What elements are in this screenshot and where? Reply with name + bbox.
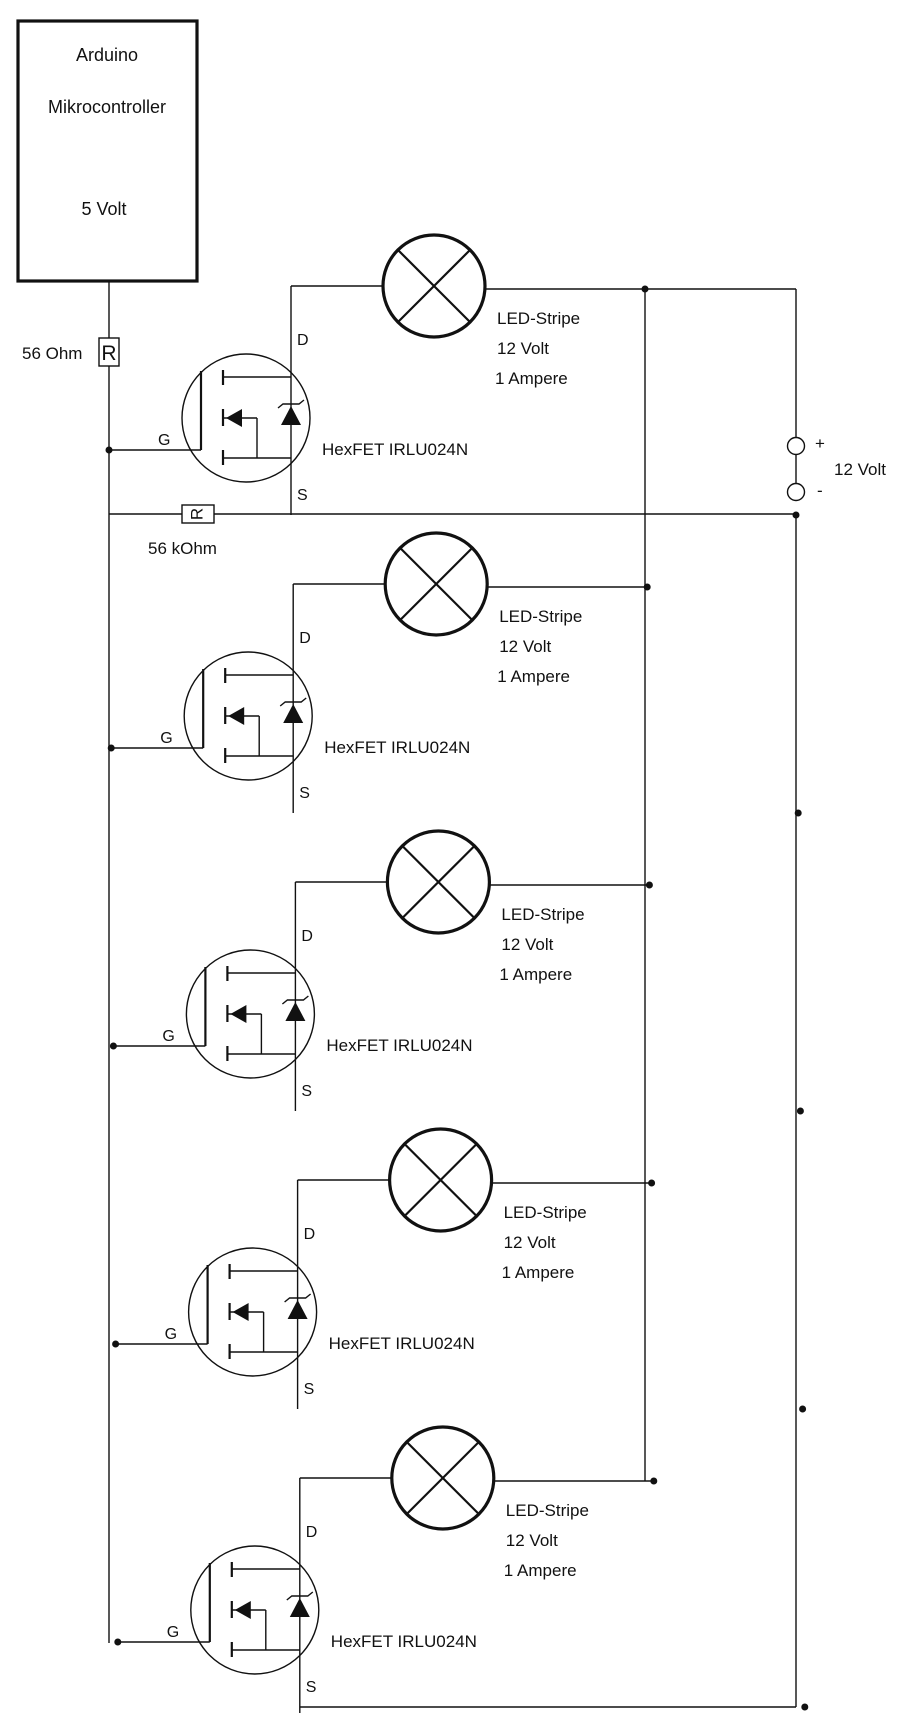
supply-voltage: 12 Volt — [834, 460, 886, 479]
driver-stage: LED-Stripe 12 Volt 1 Ampere D G S HexFET… — [114, 1425, 809, 1713]
mcu-voltage: 5 Volt — [81, 199, 126, 219]
load-current: 1 Ampere — [499, 965, 572, 984]
transistor-label: HexFET IRLU024N — [322, 440, 468, 459]
pin-d-label: D — [299, 630, 311, 647]
supply-plus-label: + — [815, 434, 825, 453]
pin-s-label: S — [299, 785, 310, 802]
mosfet-icon — [187, 1247, 318, 1377]
supply-minus-label: - — [817, 481, 823, 500]
mosfet-icon — [183, 651, 313, 781]
mosfet-icon — [190, 1545, 320, 1675]
gate-resistor-value: 56 Ohm — [22, 344, 82, 363]
transistor-label: HexFET IRLU024N — [331, 1632, 477, 1651]
pin-s-label: S — [304, 1381, 315, 1398]
pin-g-label: G — [160, 730, 172, 747]
transistor-label: HexFET IRLU024N — [324, 738, 470, 757]
pin-g-label: G — [162, 1028, 174, 1045]
load-voltage: 12 Volt — [497, 339, 549, 358]
pin-g-label: G — [165, 1326, 177, 1343]
driver-stage: LED-Stripe 12 Volt 1 Ampere D G S HexFET… — [107, 531, 802, 817]
transistor-label: HexFET IRLU024N — [329, 1334, 475, 1353]
load-name: LED-Stripe — [506, 1501, 589, 1520]
pin-d-label: D — [306, 1524, 318, 1541]
pin-g-label: G — [158, 432, 170, 449]
pulldown-resistor-value: 56 kOhm — [148, 539, 217, 558]
pin-s-label: S — [306, 1679, 317, 1696]
pin-g-label: G — [167, 1624, 179, 1641]
load-name: LED-Stripe — [499, 607, 582, 626]
mcu-type: Mikrocontroller — [48, 97, 166, 117]
load-voltage: 12 Volt — [499, 637, 551, 656]
load-voltage: 12 Volt — [504, 1233, 556, 1252]
load-voltage: 12 Volt — [506, 1531, 558, 1550]
pulldown-resistor-symbol: R — [187, 508, 206, 520]
driver-stage: LED-Stripe 12 Volt 1 Ampere D G S HexFET… — [112, 1127, 807, 1413]
load-current: 1 Ampere — [497, 667, 570, 686]
load-current: 1 Ampere — [504, 1561, 577, 1580]
pin-s-label: S — [301, 1083, 312, 1100]
transistor-label: HexFET IRLU024N — [326, 1036, 472, 1055]
microcontroller-box — [16, 19, 199, 283]
load-name: LED-Stripe — [497, 309, 580, 328]
driver-stage: LED-Stripe 12 Volt 1 Ampere D G S HexFET… — [109, 829, 804, 1115]
load-current: 1 Ampere — [502, 1263, 575, 1282]
load-current: 1 Ampere — [495, 369, 568, 388]
supply-minus-terminal — [786, 482, 806, 502]
pin-s-label: S — [297, 487, 308, 504]
driver-stage: LED-Stripe 12 Volt 1 Ampere D G S HexFET… — [105, 233, 800, 519]
gate-resistor-symbol: R — [101, 342, 116, 365]
mosfet-icon — [181, 353, 311, 483]
mosfet-icon — [185, 949, 316, 1079]
load-voltage: 12 Volt — [501, 935, 553, 954]
mcu-name: Arduino — [76, 45, 138, 65]
pin-d-label: D — [304, 1226, 316, 1243]
load-name: LED-Stripe — [504, 1203, 587, 1222]
pin-d-label: D — [301, 928, 313, 945]
load-name: LED-Stripe — [501, 905, 584, 924]
supply-plus-terminal — [786, 436, 806, 456]
pin-d-label: D — [297, 332, 309, 349]
